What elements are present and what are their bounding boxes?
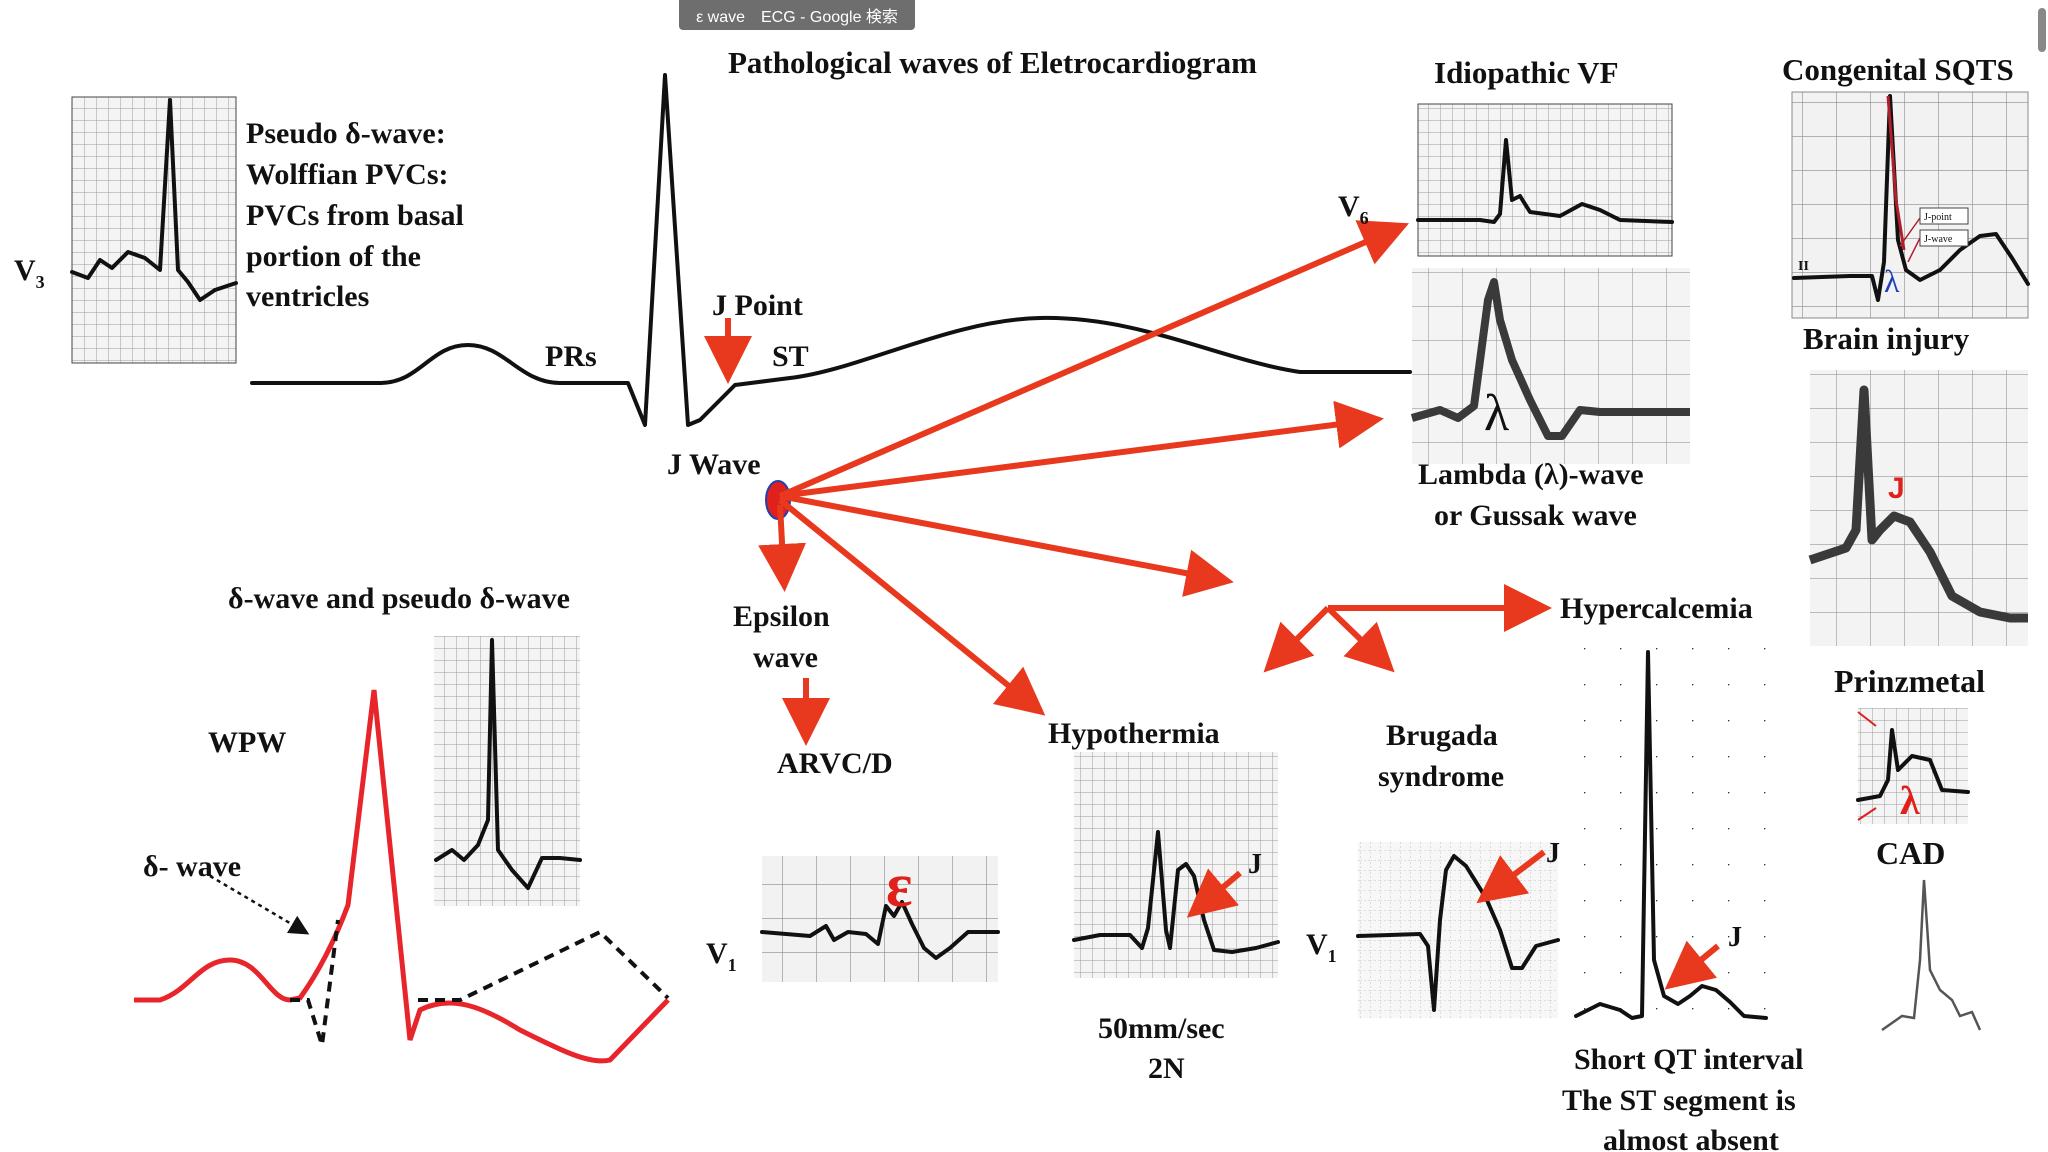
pseudo-delta-line-4: portion of the [246,240,421,273]
cad-ecg-trace [1881,879,1982,1032]
wpw-inset-trace [434,638,582,890]
v6-lead-label: V6 [1338,190,1369,228]
hypercalcemia-label: Hypercalcemia [1560,592,1753,625]
brain-ecg-strip [1810,370,2028,646]
short-qt-line-2: The ST segment is [1562,1084,1796,1117]
sqts-jpoint-box [1919,207,1969,225]
epsilon-ecg-trace [760,900,1000,960]
sqts-red-trace [1886,95,1906,251]
brugada-j-arrow [1476,849,1546,904]
brain-injury-label: Brain injury [1803,321,1970,356]
brugada-label-line2: syndrome [1378,760,1504,793]
brugada-lead-label: V1 [1306,928,1337,966]
hypercalcemia-ecg-trace [1574,650,1768,1020]
hypothermia-ecg-trace [1072,830,1280,954]
sqts-jwave-pointer [1907,237,1921,263]
hypothermia-j-arrow [1186,868,1242,918]
arrow-to-center [779,493,1234,597]
prinzmetal-red-mark [1857,711,1877,821]
arrow-to-hypothermia [778,497,1046,716]
j-wave-label: J Wave [667,448,761,481]
epsilon-symbol: ε [886,852,913,920]
prinzmetal-ecg-trace [1856,728,1970,802]
v6-ecg-trace [1416,138,1674,224]
pseudo-delta-line-2: Wolffian PVCs: [246,158,449,191]
short-qt-line-1: Short QT interval [1574,1043,1803,1076]
pseudo-delta-line-5: ventricles [246,280,369,313]
v3-lead-label: V3 [14,254,45,292]
sqts-lead-ii: II [1798,259,1809,274]
idiopathic-vf-label: Idiopathic VF [1434,55,1619,90]
v3-ecg-strip [71,96,237,364]
delta-wave-label: δ- wave [143,850,241,883]
arrow-to-lambda [779,400,1384,499]
hypercalcemia-j-arrow [1664,940,1720,990]
sqts-jpoint-text: J-point [1924,212,1952,223]
brugada-ecg-strip [1358,842,1558,1018]
hypothermia-gain: 2N [1148,1052,1185,1085]
epsilon-label-line2: wave [753,641,818,674]
sqts-ecg-strip [1791,91,2029,319]
arrow-to-v6 [778,220,1410,499]
prinzmetal-label: Prinzmetal [1834,663,1985,699]
hypothermia-j-label: J [1248,849,1262,880]
epsilon-label-line1: Epsilon [733,600,830,633]
v3-ecg-trace [70,98,238,302]
figure-title: Pathological waves of Eletrocardiogram [728,45,1257,80]
short-qt-line-3: almost absent [1603,1124,1779,1152]
branch-to-hypothermia-left [1263,605,1331,673]
lambda-ecg-strip [1412,268,1690,464]
hypercalcemia-ecg-strip [1574,646,1768,1024]
delta-pointer-arrow [209,874,310,935]
sqts-label: Congenital SQTS [1782,52,2014,87]
brain-j-label: J [1888,472,1905,505]
prs-label: PRs [545,340,597,373]
pseudo-delta-dash-trace [290,919,670,1046]
pseudo-delta-line-3: PVCs from basal [246,199,464,232]
pseudo-delta-line-1: Pseudo δ-wave: [246,117,446,150]
j-point-label: J Point [712,289,803,322]
epsilon-ecg-strip [762,856,998,982]
sqts-lambda: λ [1884,263,1900,299]
hypothermia-label: Hypothermia [1048,717,1220,750]
lambda-symbol: λ [1484,385,1509,442]
prinzmetal-lambda: λ [1900,778,1920,823]
scrollbar[interactable] [2036,0,2048,1152]
st-label: ST [772,340,809,373]
delta-heading: δ-wave and pseudo δ-wave [228,582,570,615]
v6-ecg-strip [1417,103,1673,257]
sqts-jwave-text: J-wave [1924,234,1953,245]
browser-tab[interactable]: ε wave ECG - Google 検索 [679,0,915,30]
brugada-ecg-trace [1356,854,1560,1012]
arvc-label: ARVC/D [777,747,893,780]
brugada-label-line1: Brugada [1386,719,1498,752]
hypercalcemia-j-label: J [1728,922,1742,953]
hypothermia-ecg-strip [1074,752,1278,978]
sqts-jpoint-pointer [1899,217,1921,247]
lambda-caption-line2: or Gussak wave [1434,499,1637,532]
pseudo-delta-text: Pseudo δ-wave: Wolffian PVCs: PVCs from … [246,117,464,313]
wpw-red-trace [134,689,670,1064]
hypothermia-speed: 50mm/sec [1098,1012,1225,1045]
brugada-j-label: J [1546,838,1560,869]
wpw-label: WPW [208,726,286,759]
cad-label: CAD [1876,835,1945,871]
lambda-caption-line1: Lambda (λ)-wave [1418,458,1644,491]
arrow-to-epsilon [758,504,807,592]
sqts-ecg-trace [1792,94,2030,302]
epsilon-lead-label: V1 [706,937,737,975]
sqts-jwave-box [1919,229,1969,247]
lambda-ecg-trace [1410,278,1690,440]
brain-ecg-trace [1808,385,2028,623]
prinzmetal-ecg-strip [1858,708,1968,824]
branch-to-brugada [1325,605,1395,673]
scroll-thumb[interactable] [2038,8,2046,52]
